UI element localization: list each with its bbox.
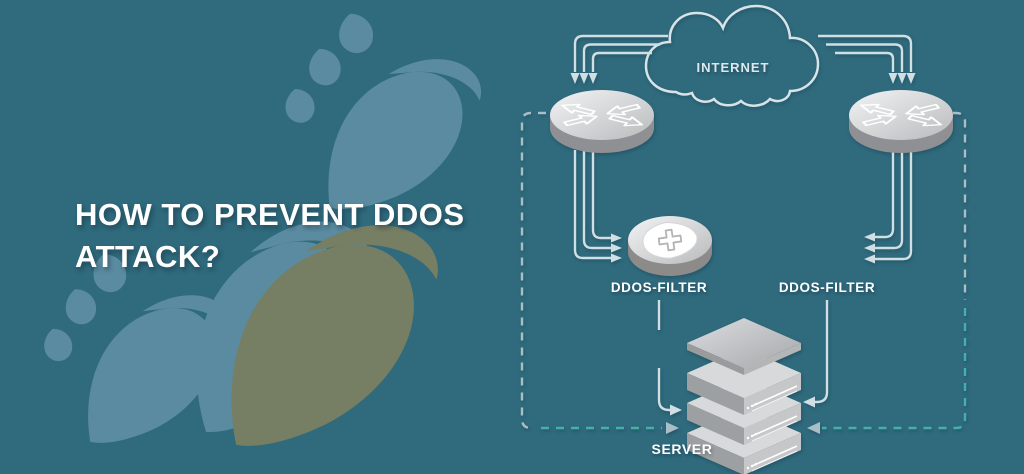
server-label: SERVER	[651, 441, 713, 457]
arrows-right-router-filtered	[864, 150, 913, 264]
ddos-filter-shield-icon	[628, 216, 712, 276]
ddos-filter-left-label: DDOS-FILTER	[610, 280, 708, 295]
internet-label: INTERNET	[696, 60, 770, 75]
router-left-icon	[548, 88, 656, 155]
dashed-route-right	[807, 111, 967, 434]
arrows-cloud-to-right-router	[818, 34, 916, 84]
arrows-cloud-to-left-router	[570, 34, 668, 84]
server-stack-icon	[687, 318, 801, 474]
page-title: HOW TO PREVENT DDOS ATTACK?	[75, 197, 465, 275]
dashed-route-left	[520, 111, 679, 434]
line-filter-left-to-server	[657, 300, 682, 416]
line-filter-right-to-server	[803, 300, 829, 408]
ddos-filter-right-label: DDOS-FILTER	[778, 280, 876, 295]
arrows-left-router-to-filter	[573, 150, 622, 263]
router-right-icon	[847, 88, 955, 155]
internet-cloud-icon	[644, 4, 820, 107]
